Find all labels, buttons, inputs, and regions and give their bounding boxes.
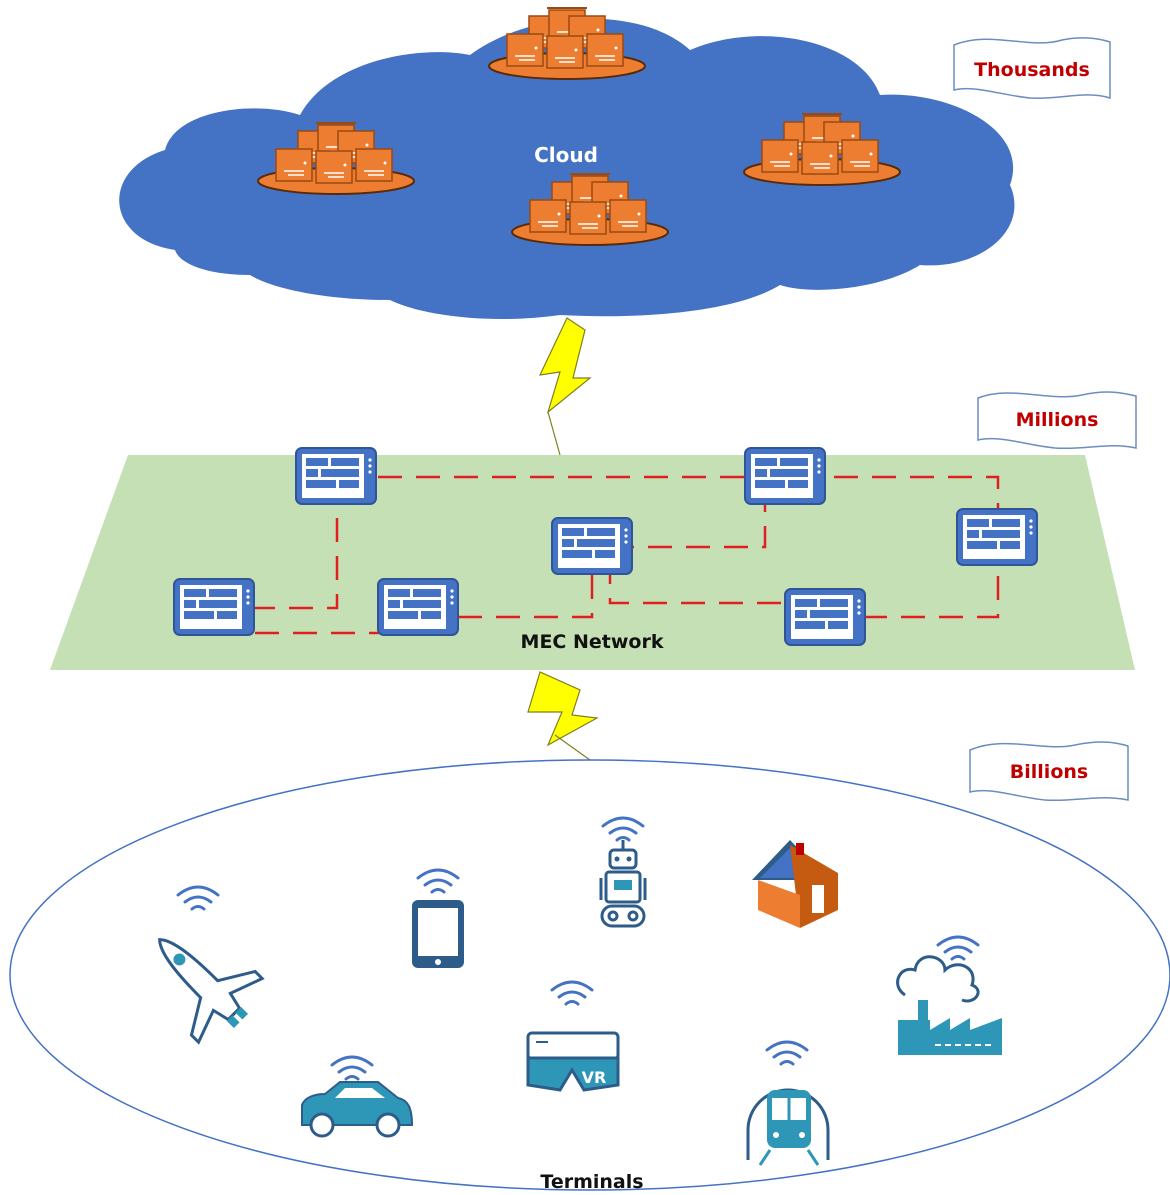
robot-terminal [599,816,647,928]
wifi-icon [601,816,645,842]
airplane-icon [158,938,265,1045]
svg-text:VR: VR [582,1068,607,1087]
flag-billions-label: Billions [1010,761,1088,783]
wifi-icon [330,1055,374,1081]
smart-home-icon [752,840,838,928]
smartphone-terminal [412,868,464,968]
edge-server-icon [173,578,255,636]
edge-server-icon [784,588,866,646]
wifi-icon [765,1040,809,1066]
flag-thousands-label: Thousands [974,59,1090,81]
vr-headset-icon: VR [526,1031,620,1092]
flag-thousands: Thousands [953,37,1111,100]
car-icon [301,1081,414,1138]
terminals-label: Terminals [540,1171,643,1193]
car-terminal [301,1055,414,1138]
cloud-label: Cloud [534,143,598,167]
edge-server-icon [744,447,826,505]
terminals-area [9,759,1170,1191]
flag-millions: Millions [977,391,1137,450]
edge-server-icon [377,578,459,636]
factory-terminal [896,935,1002,1055]
train-icon [746,1088,830,1166]
wifi-icon [176,885,220,911]
wifi-icon [936,935,980,961]
lightning-icon [527,671,599,747]
vr-terminal: VR [526,980,620,1092]
edge-server-icon [551,517,633,575]
flag-millions-label: Millions [1016,409,1099,431]
airplane-terminal [158,885,265,1045]
factory-icon [896,955,1002,1055]
smart-home-terminal [752,840,838,928]
train-terminal [746,1040,830,1166]
mec-network-label: MEC Network [521,631,664,653]
cloud-shape [119,18,1015,320]
lightning-icon [538,317,592,414]
server-rack-icon [489,8,645,79]
wifi-icon [550,980,594,1006]
edge-server-icon [295,447,377,505]
robot-icon [599,840,647,928]
edge-server-icon [956,508,1038,566]
smartphone-icon [412,900,464,968]
flag-billions: Billions [969,741,1129,802]
wifi-icon [416,868,460,894]
